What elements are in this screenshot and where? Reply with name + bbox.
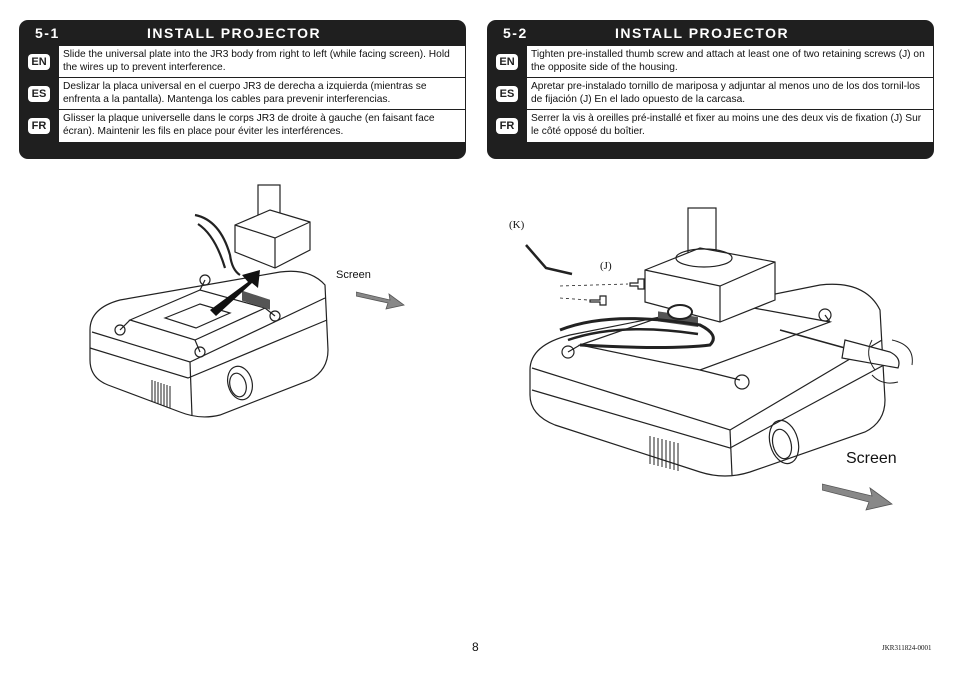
step-5-1-header: 5-1 INSTALL PROJECTOR xyxy=(19,20,466,46)
step-title: INSTALL PROJECTOR xyxy=(615,25,790,41)
language-badge: EN xyxy=(28,54,50,70)
instruction-text: Serrer la vis à oreilles pré-installé et… xyxy=(527,110,933,142)
instruction-text: Slide the universal plate into the JR3 b… xyxy=(59,46,465,78)
instruction-text: Tighten pre-installed thumb screw and at… xyxy=(527,46,933,78)
step-5-2-header: 5-2 INSTALL PROJECTOR xyxy=(487,20,934,46)
page-number: 8 xyxy=(472,640,479,654)
instruction-text: Deslizar la placa universal en el cuerpo… xyxy=(59,78,465,110)
document-code: JKR311824-0001 xyxy=(882,644,932,652)
instruction-row-en: EN Slide the universal plate into the JR… xyxy=(19,46,466,78)
instruction-row-es: ES Deslizar la placa universal en el cue… xyxy=(19,78,466,110)
label-j: (J) xyxy=(600,260,612,272)
step-number: 5-1 xyxy=(35,25,60,41)
instruction-row-fr: FR Serrer la vis à oreilles pré-installé… xyxy=(487,110,934,142)
figure-5-1-illustration xyxy=(89,184,329,418)
language-badge: FR xyxy=(28,118,50,134)
instruction-rows: EN Slide the universal plate into the JR… xyxy=(19,46,466,142)
step-title: INSTALL PROJECTOR xyxy=(147,25,322,41)
instruction-text: Apretar pre-instalado tornillo de maripo… xyxy=(527,78,933,110)
language-badge: FR xyxy=(496,118,518,134)
step-5-1-panel: 5-1 INSTALL PROJECTOR EN Slide the unive… xyxy=(19,20,466,159)
language-badge: ES xyxy=(496,86,518,102)
step-number: 5-2 xyxy=(503,25,528,41)
instruction-row-es: ES Apretar pre-instalado tornillo de mar… xyxy=(487,78,934,110)
screen-label: Screen xyxy=(336,269,371,281)
screen-arrow-icon xyxy=(822,483,893,511)
instruction-row-en: EN Tighten pre-installed thumb screw and… xyxy=(487,46,934,78)
figure-5-2-illustration xyxy=(525,207,913,477)
screen-arrow-icon xyxy=(356,291,405,310)
instruction-text: Glisser la plaque universelle dans le co… xyxy=(59,110,465,142)
language-badge: ES xyxy=(28,86,50,102)
instruction-rows: EN Tighten pre-installed thumb screw and… xyxy=(487,46,934,142)
language-badge: EN xyxy=(496,54,518,70)
label-k: (K) xyxy=(509,219,525,231)
screen-label: Screen xyxy=(846,450,897,467)
step-5-2-panel: 5-2 INSTALL PROJECTOR EN Tighten pre-ins… xyxy=(487,20,934,159)
instruction-row-fr: FR Glisser la plaque universelle dans le… xyxy=(19,110,466,142)
